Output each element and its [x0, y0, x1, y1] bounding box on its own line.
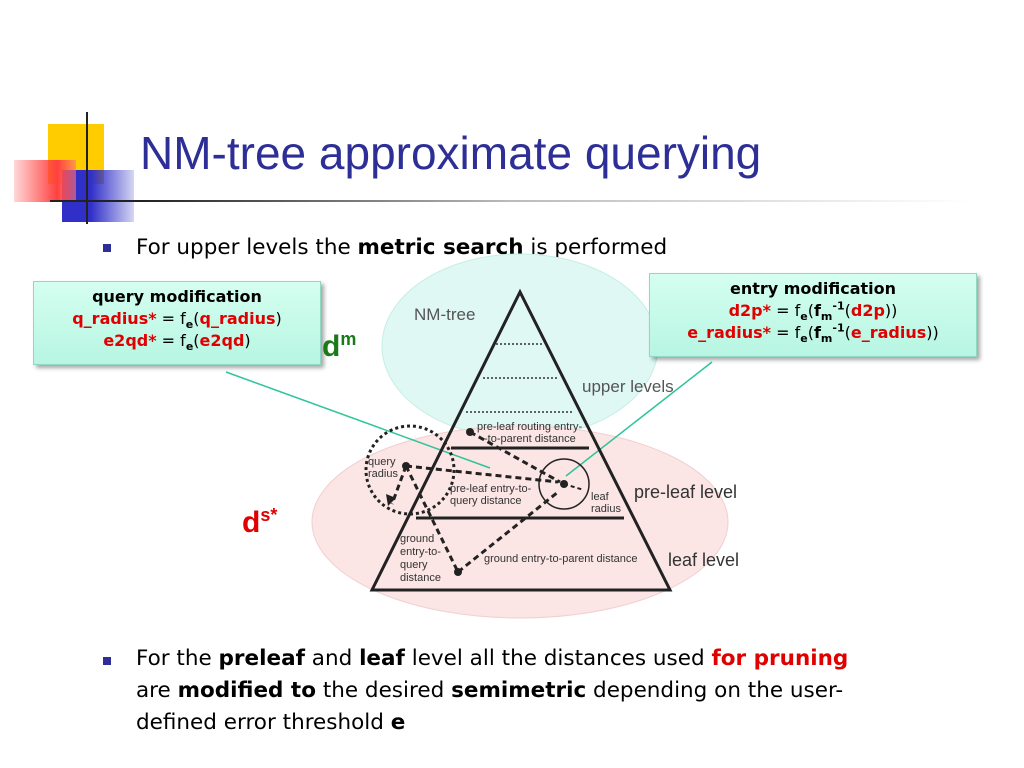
query-radius-label-2: radius [368, 468, 398, 480]
entry-callout-connector [565, 361, 713, 477]
query-radius-label-1: query [368, 456, 396, 468]
query-radius-circle [364, 424, 456, 516]
routing-entry-line [469, 430, 561, 484]
e-radius-formula: e_radius* = fe(fm-1(e_radius)) [687, 321, 939, 346]
entry-callout-heading: entry modification [729, 279, 897, 298]
ground-e2q-label-2: entry-to- [400, 546, 441, 558]
ground-parent-line [457, 490, 559, 574]
ground-entry-node [454, 568, 462, 576]
bullet-line-2: are modified to the desired semimetric d… [136, 678, 844, 703]
leaf-radius-label-2: radius [591, 503, 621, 515]
bullet-marker [103, 657, 111, 665]
preleaf-query-line [405, 464, 559, 484]
query-callout-connector [225, 371, 491, 469]
q-radius-formula: q_radius* = fe(q_radius) [72, 309, 282, 332]
semimetric-symbol-ds: ds* [242, 505, 278, 539]
bullet-line-3: defined error threshold e [136, 710, 406, 735]
e2qd-formula: e2qd* = fe(e2qd) [103, 331, 251, 354]
leaf-entry-node [560, 480, 568, 488]
bullet-preleaf-leaf: For the preleaf and leaf level all the d… [136, 643, 976, 739]
preleaf-routing-node [466, 428, 474, 436]
leaf-radius-label-1: leaf [591, 491, 610, 503]
upper-levels-ellipse [381, 253, 659, 439]
preleaf-level-label: pre-leaf level [634, 482, 737, 502]
preleaf-routing-label-2: -to-parent distance [484, 433, 576, 445]
bullet-text: is performed [523, 235, 668, 260]
leaf-levels-ellipse [311, 425, 729, 619]
entry-modification-callout: entry modification d2p* = fe(fm-1(d2p)) … [649, 273, 977, 357]
bullet-marker [103, 244, 111, 252]
query-modification-callout: query modification q_radius* = fe(q_radi… [33, 281, 321, 365]
query-callout-heading: query modification [92, 287, 262, 306]
decor-vertical-line [86, 112, 88, 224]
bullet-line-1: For the preleaf and leaf level all the d… [136, 646, 849, 671]
decor-red-square [14, 160, 76, 202]
ground-e2q-label-1: ground [400, 533, 434, 545]
bullet-upper-levels: For upper levels the metric search is pe… [136, 232, 667, 264]
metric-symbol-dm: dm [322, 329, 357, 363]
upper-levels-label: upper levels [582, 377, 674, 396]
preleaf-e2q-label-2: query distance [450, 495, 522, 507]
bullet-text: For upper levels the [136, 235, 358, 260]
arrow-head [386, 494, 396, 506]
d2p-formula: d2p* = fe(fm-1(d2p)) [728, 299, 898, 324]
page-title: NM-tree approximate querying [140, 127, 762, 179]
preleaf-routing-label-1: pre-leaf routing entry- [477, 421, 582, 433]
pyramid-outline [369, 288, 673, 592]
leaf-radius-circle [538, 458, 590, 510]
preleaf-e2q-label-1: pre-leaf entry-to- [450, 483, 532, 495]
leaf-level-label: leaf level [668, 550, 739, 570]
query-node [402, 462, 410, 470]
ground-e2p-label: ground entry-to-parent distance [484, 553, 637, 565]
decor-horizontal-line [50, 200, 970, 202]
ground-e2q-label-4: distance [400, 572, 441, 584]
tree-label: NM-tree [414, 305, 475, 324]
ground-e2q-label-3: query [400, 559, 428, 571]
